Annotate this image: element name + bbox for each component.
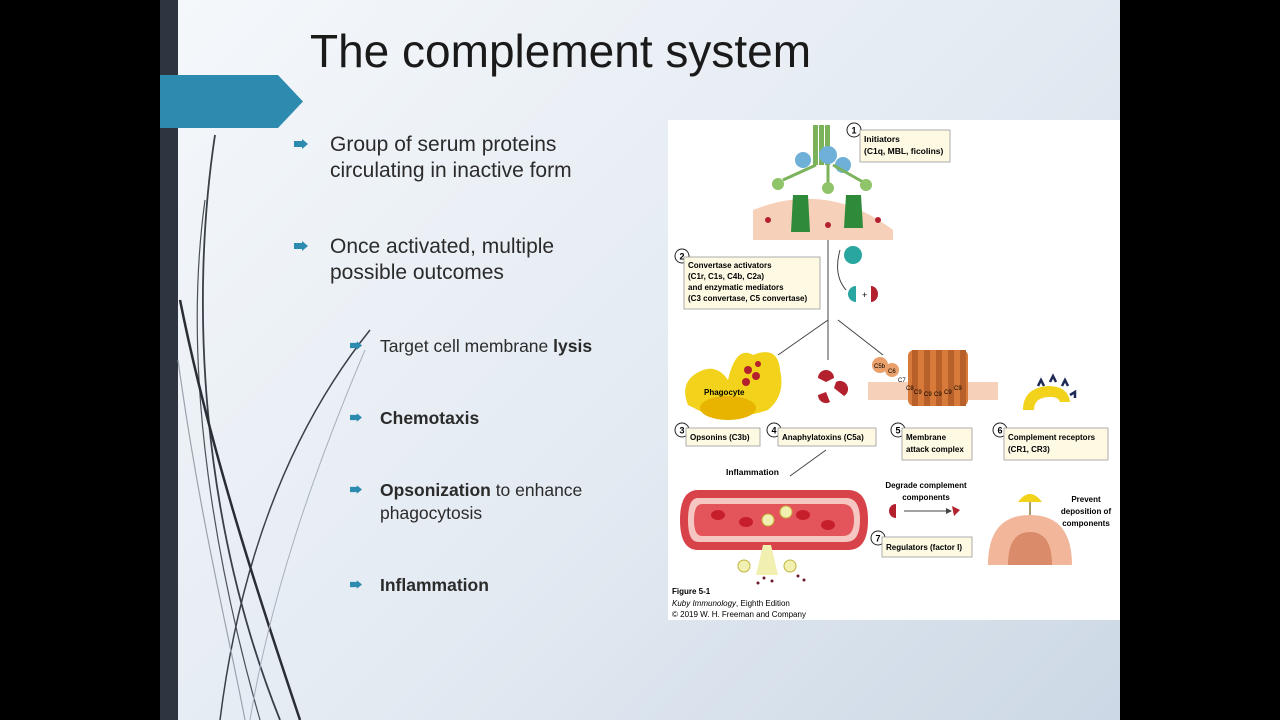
slide-left-bar [160,0,178,720]
svg-text:C9: C9 [934,392,942,398]
figure-caption-book: Kuby Immunology [672,599,737,608]
intact-component-icon [889,504,896,518]
bullet-text: Target cell membrane [380,336,554,356]
prevent-label: Prevent [1071,495,1101,504]
degrade-label: Degrade complement [885,481,967,490]
bullet-arrow-icon [350,341,362,350]
bullet-text-line: possible outcomes [330,261,504,284]
svg-text:C8: C8 [906,386,914,392]
bullet-text-bold: Chemotaxis [380,408,480,428]
membrane-attack-complex-icon [872,350,968,406]
c1q-initiator-icon [765,125,881,232]
bullet-text-bold: lysis [553,336,593,356]
bullet-arrow-icon [294,139,308,149]
svg-text:6: 6 [997,426,1002,436]
sub-bullet-chemotaxis: Chemotaxis [350,407,660,430]
opsonins-box [685,427,761,447]
inflammation-label: Inflammation [726,467,779,477]
degraded-component-icon [952,506,960,516]
complement-diagram: 1 Initiators (C1q, MBL, ficolins) 2 Conv… [672,122,1112,619]
anaphylatoxins-label: Anaphylatoxins (C5a) [782,433,864,442]
sub-bullet-lysis: Target cell membrane lysis [350,335,660,358]
bullet-arrow-icon [294,241,308,251]
umbrella-protection-icon [1018,494,1042,502]
sub-bullet-inflammation: Inflammation [350,574,660,597]
svg-text:C9: C9 [924,392,932,398]
svg-text:7: 7 [875,534,880,544]
slide: The complement system Group of serum pro… [160,0,1120,720]
bullet-arrow-icon [350,485,362,494]
decorative-curves [177,134,371,720]
svg-text:5: 5 [895,426,900,436]
complement-receptor-icon [1023,386,1070,410]
mac-box [901,427,973,461]
bullet-text: to enhance [490,480,583,500]
initiators-examples: (C1q, MBL, ficolins) [864,146,944,156]
svg-text:(CR1, CR3): (CR1, CR3) [1008,445,1050,454]
svg-text:attack complex: attack complex [906,445,964,454]
bullet-arrow-icon [350,580,362,589]
mac-label: Membrane [906,433,947,442]
bullet-text-line: Group of serum proteins [330,133,557,156]
convertase-box [683,256,821,310]
c3-protein-icon [844,246,862,264]
regulators-label: Regulators (factor I) [886,543,962,552]
svg-text:C5b: C5b [874,364,886,370]
step-number-2: 2 [679,252,684,262]
sub-bullet-opsonization: Opsonization to enhance phagocytosis [350,479,660,525]
svg-text:4: 4 [771,426,776,436]
bullet-serum-proteins: Group of serum proteins circulating in i… [294,132,660,184]
step-number-1: 1 [851,126,856,136]
svg-text:components: components [1062,519,1110,528]
regulators-box [881,536,973,558]
plus-sign: + [862,290,867,300]
c3b-fragment-icon [848,286,856,302]
bullet-activated-outcomes: Once activated, multiple possible outcom… [294,234,660,286]
opsonins-label: Opsonins (C3b) [690,433,750,442]
bullet-text-bold: Opsonization [380,480,491,500]
initiators-box [859,129,951,163]
convertase-label: Convertase activators [688,261,772,270]
svg-text:(C3 convertase, C5 convertase): (C3 convertase, C5 convertase) [688,294,808,303]
title-accent-arrow [160,75,303,128]
svg-text:deposition of: deposition of [1061,507,1112,516]
slide-title: The complement system [310,25,812,77]
c5a-fragment-icon [818,370,834,382]
bullet-arrow-icon [350,413,362,422]
anaphylatoxins-box [777,427,877,447]
receptors-label: Complement receptors [1008,433,1096,442]
svg-text:and enzymatic mediators: and enzymatic mediators [688,283,784,292]
cell-membrane-1 [753,198,893,240]
figure-caption-number: Figure 5-1 [672,587,711,596]
svg-text:Kuby Immunology, Eighth Editio: Kuby Immunology, Eighth Edition [672,599,790,608]
svg-text:C7: C7 [898,378,906,384]
svg-text:components: components [902,493,950,502]
svg-text:(C1r, C1s, C4b, C2a): (C1r, C1s, C4b, C2a) [688,272,764,281]
complement-figure: 1 Initiators (C1q, MBL, ficolins) 2 Conv… [668,120,1120,620]
initiators-label: Initiators [864,134,900,144]
blood-vessel-icon [680,490,868,585]
phagocyte-label: Phagocyte [704,388,745,397]
svg-text:C6: C6 [888,369,896,375]
svg-text:C9: C9 [914,390,922,396]
svg-text:C9: C9 [944,390,952,396]
bullet-text-bold: Inflammation [380,575,489,595]
bullet-text-line: circulating in inactive form [330,159,572,182]
bullet-text-line: phagocytosis [380,503,483,523]
c3a-fragment-icon [871,286,878,302]
svg-text:3: 3 [679,426,684,436]
receptors-box [1003,427,1109,461]
figure-caption-copyright: © 2019 W. H. Freeman and Company [672,610,806,619]
svg-text:C9: C9 [954,386,962,392]
bullet-text-line: Once activated, multiple [330,235,555,258]
